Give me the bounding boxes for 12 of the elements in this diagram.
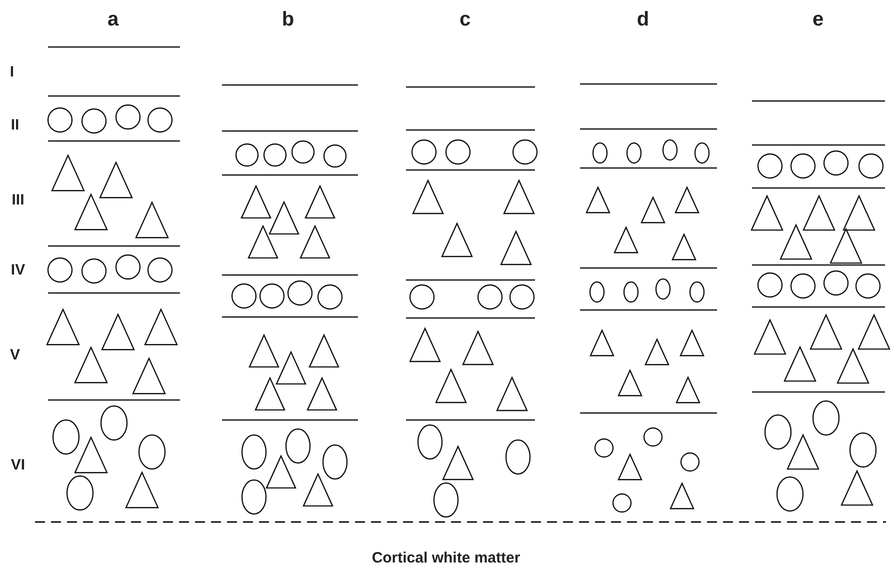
layer-numeral: VI	[10, 456, 26, 474]
column-letter: a	[107, 8, 119, 32]
layer-numeral: V	[10, 346, 20, 364]
column-letter: e	[812, 8, 824, 32]
column-letter: b	[282, 8, 294, 32]
caption: Cortical white matter	[372, 550, 520, 566]
layer-numeral: I	[10, 64, 14, 80]
layer-numeral: III	[12, 192, 24, 208]
column-letter: d	[636, 8, 650, 32]
column-letter: c	[459, 8, 471, 32]
layer-numeral: II	[10, 116, 20, 134]
layer-numeral: IV	[10, 262, 26, 278]
